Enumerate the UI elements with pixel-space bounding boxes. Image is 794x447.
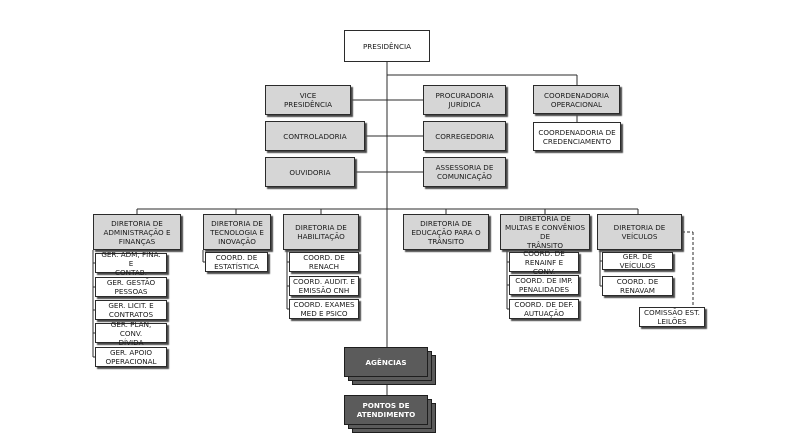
box-presidencia: PRESIDÊNCIA xyxy=(344,30,430,62)
box-coordenadoria-credenciamento: COORDENADORIA DE CREDENCIAMENTO xyxy=(533,122,621,151)
box-coord-renainf: COORD. DE RENAINF E CONV. xyxy=(509,249,579,276)
box-corregedoria: CORREGEDORIA xyxy=(423,121,506,151)
box-procuradoria: PROCURADORIA JURÍDICA xyxy=(423,85,506,115)
box-diretoria-tecnologia: DIRETORIA DE TECNOLOGIA E INOVAÇÃO xyxy=(203,214,271,250)
box-coord-exames: COORD. EXAMES MED E PSICO xyxy=(289,299,359,319)
box-assessoria: ASSESSORIA DE COMUNICAÇÃO xyxy=(423,157,506,187)
box-ger-plan-conv: GER. PLAN, CONV. DÍVIDA xyxy=(95,320,167,347)
box-ger-apoio-operacional: GER. APOIO OPERACIONAL xyxy=(95,347,167,367)
box-comissao-leiloes: COMISSÃO EST. LEILÕES xyxy=(639,307,705,327)
box-ger-gestao-pessoas: GER. GESTÃO PESSOAS xyxy=(95,277,167,297)
box-diretoria-administracao: DIRETORIA DE ADMINISTRAÇÃO E FINANÇAS xyxy=(93,214,181,250)
box-coord-audit-emissao: COORD. AUDIT. E EMISSÃO CNH xyxy=(289,276,359,296)
box-coord-estatistica: COORD. DE ESTATÍSTICA xyxy=(205,252,268,272)
box-ger-licit-contratos: GER. LICIT. E CONTRATOS xyxy=(95,300,167,320)
box-pontos-atendimento: PONTOS DE ATENDIMENTO xyxy=(344,395,428,425)
box-coordenadoria-operacional: COORDENADORIA OPERACIONAL xyxy=(533,85,620,114)
box-coord-def-autuacao: COORD. DE DEF. AUTUAÇÃO xyxy=(509,299,579,319)
box-coord-imp-penalidades: COORD. DE IMP. PENALIDADES xyxy=(509,275,579,295)
box-diretoria-veiculos: DIRETORIA DE VEÍCULOS xyxy=(597,214,682,250)
box-controladoria: CONTROLADORIA xyxy=(265,121,365,151)
box-diretoria-multas: DIRETORIA DE MULTAS E CONVÊNIOS DE TRÂNS… xyxy=(500,214,590,250)
box-diretoria-habilitacao: DIRETORIA DE HABILITAÇÃO xyxy=(283,214,359,250)
box-vice-presidencia: VICE PRESIDÊNCIA xyxy=(265,85,351,115)
box-coord-renavam: COORD. DE RENAVAM xyxy=(602,276,673,296)
box-agencias: AGÊNCIAS xyxy=(344,347,428,377)
box-ger-adm-fina: GER. ADM, FINA. E CONTAB. xyxy=(95,250,167,277)
box-coord-renach: COORD. DE RENACH xyxy=(289,252,359,272)
box-ouvidoria: OUVIDORIA xyxy=(265,157,355,187)
box-diretoria-educacao: DIRETORIA DE EDUCAÇÃO PARA O TRÂNSITO xyxy=(403,214,489,250)
box-ger-veiculos: GER. DE VEÍCULOS xyxy=(602,252,673,270)
